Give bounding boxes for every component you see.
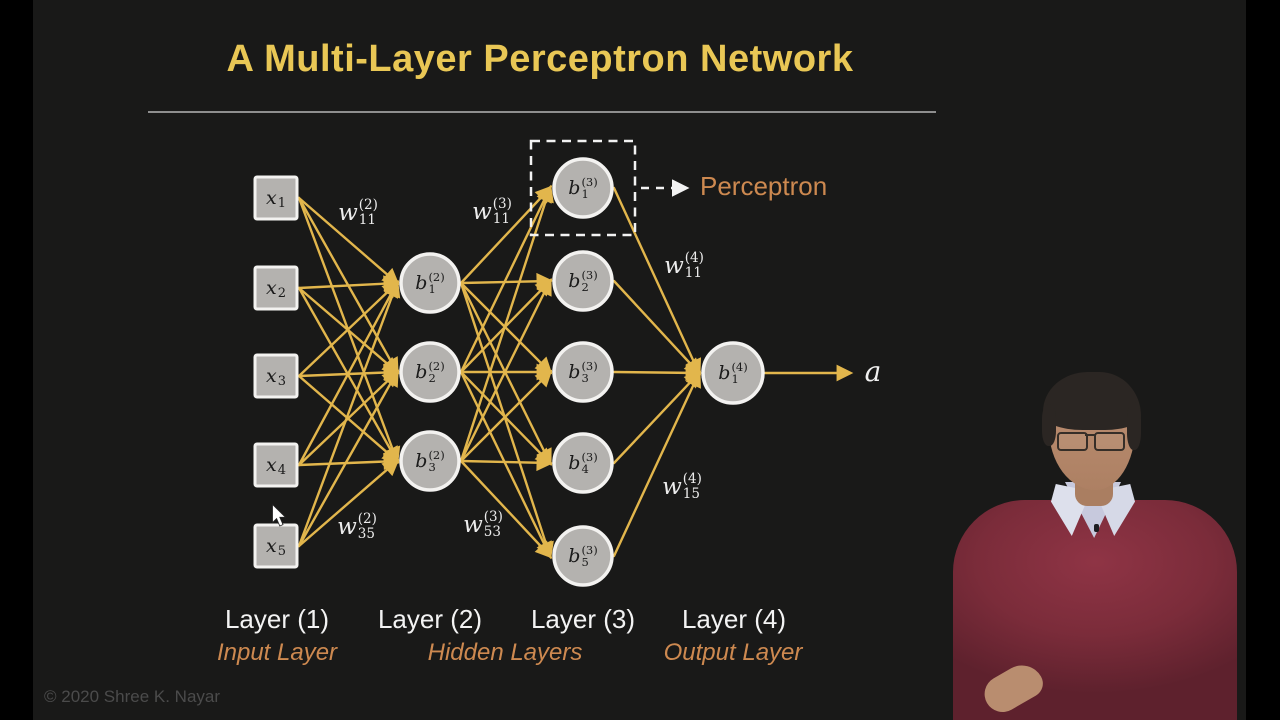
perceptron-dashed-box [529, 139, 637, 237]
node-b5-3 [552, 525, 614, 587]
nodes [253, 157, 765, 587]
node-x4 [253, 442, 299, 488]
edge [459, 277, 552, 463]
title-underline [148, 111, 936, 113]
node-b1-4 [701, 341, 765, 405]
node-b2-3 [552, 250, 614, 312]
letterbox-left [0, 0, 33, 720]
lecturer-hair-right [1127, 402, 1141, 450]
node-x5 [253, 523, 299, 569]
node-b3-2 [399, 430, 461, 492]
hidden-layers-caption: Hidden Layers [427, 639, 583, 666]
node-b4-3 [552, 432, 614, 494]
node-b1-3 [552, 157, 614, 219]
edge [612, 369, 701, 558]
node-x1 [253, 175, 299, 221]
glasses-left-lens [1057, 432, 1088, 451]
edge [459, 369, 553, 463]
lecturer-lavalier-mic [1094, 524, 1099, 532]
node-b2-2 [399, 341, 461, 403]
edge [459, 184, 554, 463]
edge [297, 458, 400, 548]
lecturer [943, 372, 1248, 720]
edges [297, 184, 854, 560]
output-layer-caption: Output Layer [663, 639, 803, 666]
lecturer-hair-left [1042, 404, 1056, 446]
edge [459, 370, 552, 560]
perceptron-callout-label: Perceptron [700, 171, 828, 201]
glasses-bridge [1085, 434, 1095, 436]
edge [297, 369, 400, 467]
lecturer-hair [1043, 372, 1141, 430]
layer2-caption: Layer (2) [377, 604, 483, 634]
node-b1-2 [399, 252, 461, 314]
mouse-cursor [272, 503, 287, 527]
edge [297, 196, 400, 286]
edge [297, 280, 400, 378]
edge [459, 185, 553, 285]
copyright-text: © 2020 Shree K. Nayar [44, 687, 221, 706]
layer1-caption: Layer (1) [224, 604, 330, 634]
edge [612, 364, 703, 382]
node-b3-3 [552, 341, 614, 403]
edge [459, 184, 552, 374]
letterbox-right [1246, 0, 1280, 720]
edge [612, 370, 702, 465]
layer3-caption: Layer (3) [530, 604, 636, 634]
edge [459, 459, 553, 559]
edge [612, 186, 702, 377]
node-x2 [253, 265, 299, 311]
node-x3 [253, 353, 299, 399]
edge [297, 279, 401, 548]
slide-title: A Multi-Layer Perceptron Network [226, 38, 854, 80]
edge [297, 369, 399, 548]
edge [297, 280, 399, 467]
layer4-caption: Layer (4) [681, 604, 787, 634]
edge [459, 454, 554, 472]
edge [459, 281, 554, 560]
glasses-right-lens [1094, 432, 1125, 451]
input-layer-caption: Input Layer [216, 639, 338, 666]
output-activation-label: a [864, 355, 882, 388]
edge [297, 275, 401, 293]
lecturer-glasses [1057, 432, 1125, 451]
edge [297, 453, 401, 470]
edge [612, 279, 702, 376]
